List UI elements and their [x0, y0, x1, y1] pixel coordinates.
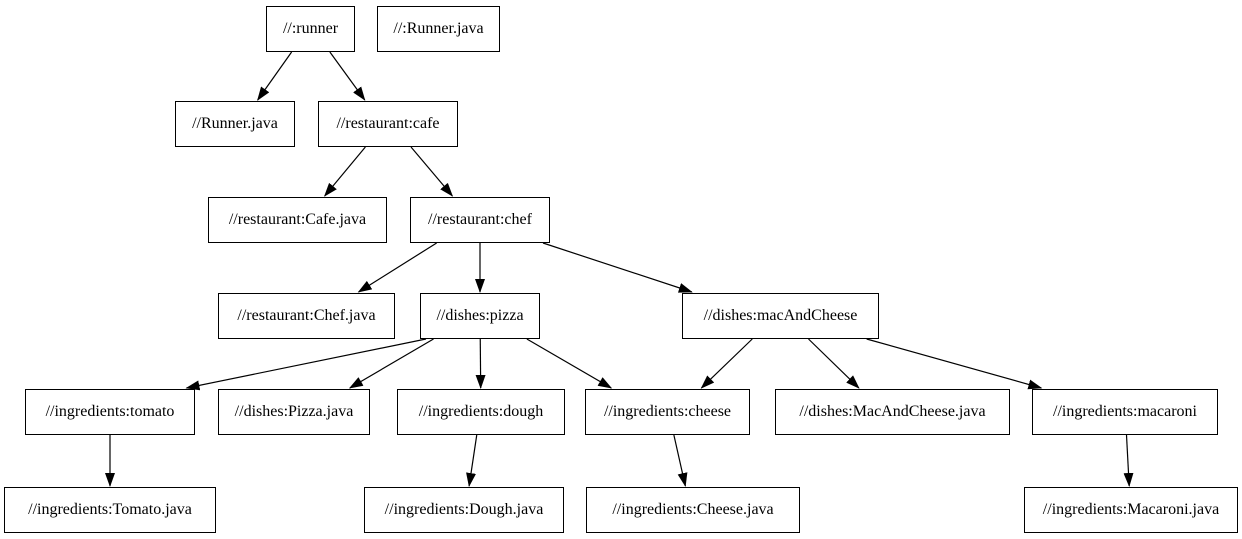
edge-cafe-chef — [410, 146, 454, 197]
node-label: //ingredients:cheese — [603, 403, 732, 420]
graph-node-dough: //ingredients:dough — [397, 389, 565, 435]
edge-runner-cafe — [329, 51, 366, 101]
node-label: //restaurant:chef — [428, 211, 532, 228]
node-label: //:runner — [282, 20, 339, 37]
graph-node-tomato_java: //ingredients:Tomato.java — [4, 487, 216, 533]
edge-dough-dough_java — [466, 434, 478, 487]
graph-node-tomato: //ingredients:tomato — [25, 389, 195, 435]
edge-pizza-cheese — [526, 338, 613, 389]
node-label: //ingredients:Dough.java — [384, 501, 544, 518]
node-label: //ingredients:dough — [418, 403, 544, 420]
graph-node-dough_java: //ingredients:Dough.java — [364, 487, 564, 533]
edge-chef-chef_java — [357, 242, 437, 293]
graph-node-macaroni_java: //ingredients:Macaroni.java — [1024, 487, 1238, 533]
edge-pizza-tomato — [185, 338, 427, 391]
node-label: //:Runner.java — [393, 20, 484, 37]
node-label: //ingredients:Tomato.java — [28, 501, 192, 518]
graph-node-cheese: //ingredients:cheese — [585, 389, 750, 435]
graph-node-runner_java_top: //:Runner.java — [377, 6, 500, 52]
graph-node-cafe_java: //restaurant:Cafe.java — [208, 197, 387, 243]
graph-node-pizza_java: //dishes:Pizza.java — [218, 389, 370, 435]
edge-macaroni-macaroni_java — [1123, 434, 1134, 487]
edge-mac-cheese — [700, 338, 753, 389]
graph-node-pizza: //dishes:pizza — [420, 293, 540, 339]
edge-mac-mac_java — [808, 338, 860, 389]
edge-mac-macaroni — [866, 338, 1043, 390]
node-label: //ingredients:Cheese.java — [612, 501, 774, 518]
node-label: //dishes:Pizza.java — [234, 403, 354, 420]
node-label: //restaurant:Chef.java — [237, 307, 376, 324]
edge-chef-mac — [542, 242, 693, 293]
node-label: //ingredients:Macaroni.java — [1042, 501, 1220, 518]
edge-cheese-cheese_java — [673, 434, 688, 487]
edge-cafe-cafe_java — [324, 146, 366, 197]
node-label: //restaurant:Cafe.java — [228, 211, 367, 228]
node-label: //dishes:pizza — [436, 307, 524, 324]
graph-node-runner: //:runner — [266, 6, 355, 52]
node-label: //dishes:macAndCheese — [703, 307, 858, 324]
node-label: //Runner.java — [192, 115, 278, 132]
graph-node-mac_java: //dishes:MacAndCheese.java — [775, 389, 1010, 435]
graph-node-chef_java: //restaurant:Chef.java — [218, 293, 395, 339]
edge-runner-slash_runner_java — [257, 51, 293, 101]
graph-node-chef: //restaurant:chef — [410, 197, 550, 243]
graph-node-macaroni: //ingredients:macaroni — [1032, 389, 1218, 435]
edge-pizza-pizza_java — [348, 338, 434, 389]
node-label: //restaurant:cafe — [336, 115, 440, 132]
graph-node-cheese_java: //ingredients:Cheese.java — [586, 487, 800, 533]
node-label: //ingredients:tomato — [45, 403, 175, 420]
node-label: //dishes:MacAndCheese.java — [799, 403, 986, 420]
graph-node-mac: //dishes:macAndCheese — [682, 293, 879, 339]
graph-node-slash_runner_java: //Runner.java — [175, 101, 295, 147]
graph-node-cafe: //restaurant:cafe — [318, 101, 458, 147]
node-label: //ingredients:macaroni — [1053, 403, 1197, 420]
